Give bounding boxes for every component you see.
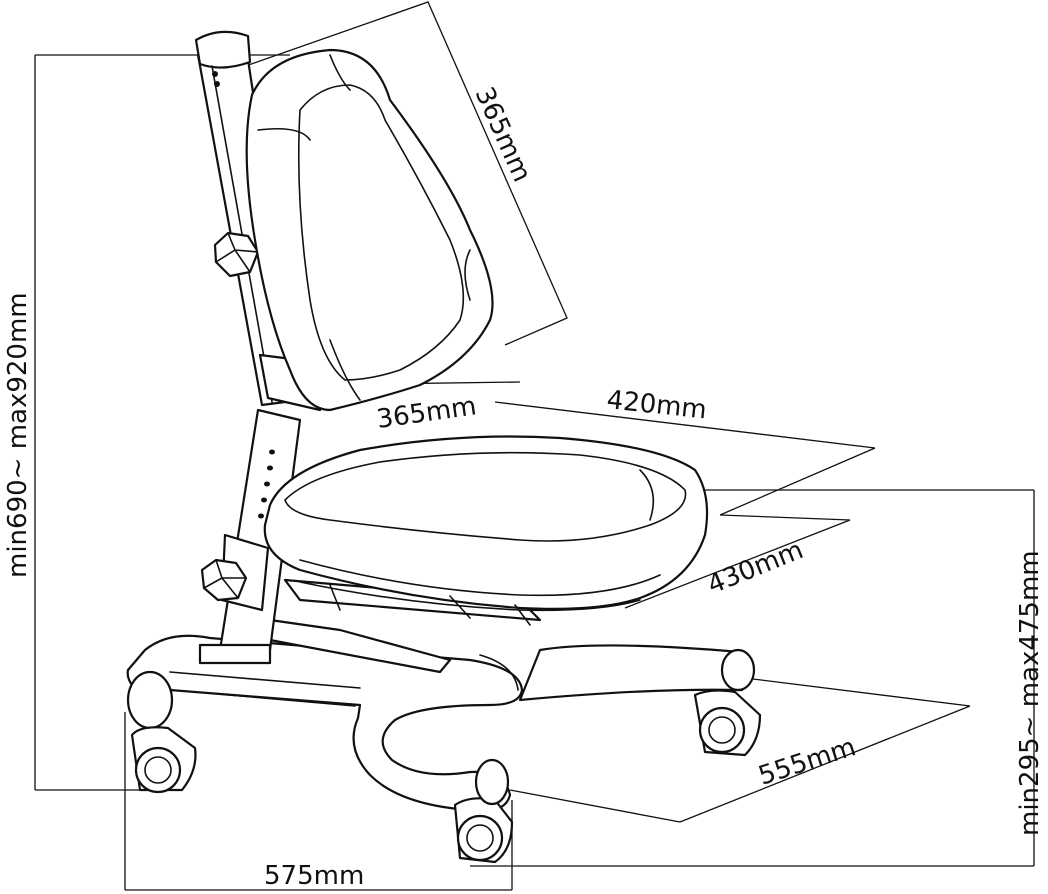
base-frame-inner-line [169,654,519,707]
backrest-post-cap [194,30,252,69]
label-seat-depth: 430mm [703,535,807,600]
backrest-height-dimension-line [239,1,568,346]
base-frame [126,634,524,813]
caster-front-right-icon [453,758,514,864]
label-backrest-height: 365mm [469,83,537,187]
base-left-cap [126,670,174,730]
base-width-dimension-line [124,712,513,891]
backrest [245,48,494,412]
seat-depth-dimension-line [624,514,851,609]
seat-cushion [263,435,709,610]
backrest-seam [257,54,471,401]
label-base-width: 575mm [264,861,364,891]
post-rivet [212,71,218,77]
base-plate [198,643,272,665]
backrest-inner-panel [297,84,465,381]
seat-height-dimension-line [470,489,1035,867]
seat-edge-seam [299,469,661,597]
caster-front-left-icon [130,726,197,794]
label-seat-height: min295~ max475mm [1015,550,1045,836]
column-adjustment-holes [258,449,275,519]
seat-under-frame [299,581,641,626]
base-depth-dimension-line [509,677,971,823]
caster-rear-right-icon [693,648,762,757]
label-seat-width: 420mm [605,385,708,425]
seat-width-dimension-line [494,401,876,516]
upper-height-knob-icon[interactable] [213,231,260,278]
lower-height-knob-icon[interactable] [200,558,248,602]
label-total-height: min690~ max920mm [3,292,33,578]
post-rivet-2 [214,81,220,87]
seat-cushion-top-panel [284,451,687,542]
label-backrest-width: 365mm [375,391,478,435]
label-base-depth: 555mm [755,732,860,792]
chair-illustration [126,30,762,864]
